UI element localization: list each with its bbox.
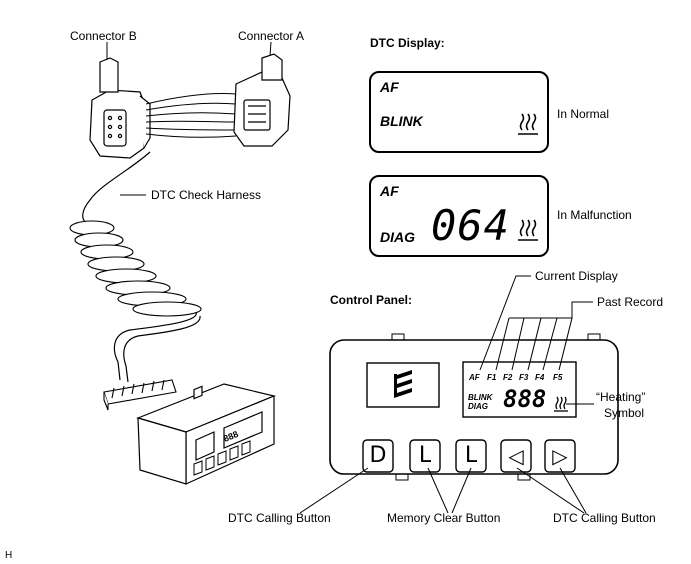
label-current-display: Current Display: [535, 269, 618, 283]
record-label-af: AF: [469, 373, 480, 382]
label-in-malfunction: In Malfunction: [557, 208, 632, 222]
label-memory-clear: Memory Clear Button: [387, 511, 501, 525]
label-dtc-display: DTC Display:: [370, 36, 445, 50]
label-past-record: Past Record: [597, 295, 664, 309]
heating-symbol-malfunction: [518, 219, 538, 241]
label-control-panel: Control Panel:: [330, 293, 413, 307]
heating-symbol-normal: [518, 113, 538, 135]
leader-memory-1: [427, 467, 449, 514]
connector-a-drawing: [233, 53, 291, 147]
control-unit-3d-buttons: [193, 440, 251, 476]
brand-logo: [394, 370, 412, 398]
label-heating-line1: “Heating”: [596, 390, 646, 404]
panel-status-blink: BLINK: [468, 393, 493, 402]
malfunction-code: 064: [431, 201, 510, 250]
malfunction-display-frame: [369, 175, 549, 257]
dtc-calling-button-right-arrow[interactable]: ▷: [552, 444, 568, 468]
lower-cable: [113, 311, 197, 381]
label-dtc-calling-right: DTC Calling Button: [553, 511, 656, 525]
malfunction-mode-text: AF: [380, 183, 399, 199]
leader-dtc-right-2: [559, 467, 587, 514]
leader-dtc-left: [299, 467, 369, 514]
record-label-f3: F3: [519, 373, 529, 382]
label-heating-line2: Symbol: [604, 406, 645, 420]
small-plug: [103, 379, 177, 411]
label-connector-b: Connector B: [70, 29, 137, 43]
memory-clear-button-2[interactable]: L: [464, 443, 478, 468]
dtc-calling-button-d[interactable]: D: [369, 443, 387, 468]
record-label-f4: F4: [535, 373, 545, 382]
label-dtc-check-harness: DTC Check Harness: [151, 188, 262, 202]
normal-display-frame: [369, 71, 549, 153]
heating-symbol-panel: [554, 396, 568, 412]
label-connector-a: Connector A: [238, 29, 305, 43]
label-in-normal: In Normal: [557, 107, 610, 121]
connector-b-drawing: [89, 57, 151, 159]
record-label-f1: F1: [487, 373, 497, 382]
normal-mode-text: AF: [380, 79, 399, 95]
memory-clear-button-1[interactable]: L: [418, 443, 432, 468]
corner-mark: H: [5, 550, 13, 561]
leader-memory-2: [451, 467, 472, 514]
leader-current-display: [479, 275, 531, 371]
record-label-f2: F2: [503, 373, 513, 382]
connector-wires: [145, 93, 237, 138]
lcd-window: [462, 361, 577, 418]
leader-dtc-right-1: [516, 467, 585, 514]
leader-connector-a: [269, 41, 272, 57]
malfunction-status-text: DIAG: [380, 229, 415, 245]
coiled-cord: [69, 220, 202, 317]
panel-status-diag: DIAG: [468, 402, 488, 411]
dtc-calling-button-left-arrow[interactable]: ◁: [508, 444, 524, 468]
normal-status-text: BLINK: [380, 113, 423, 129]
record-label-f5: F5: [553, 373, 563, 382]
panel-digits: 888: [503, 385, 547, 413]
lower-cable-2: [123, 315, 201, 383]
label-dtc-calling-left: DTC Calling Button: [228, 511, 331, 525]
harness-cable: [82, 151, 151, 223]
leader-past-record: [495, 301, 593, 371]
